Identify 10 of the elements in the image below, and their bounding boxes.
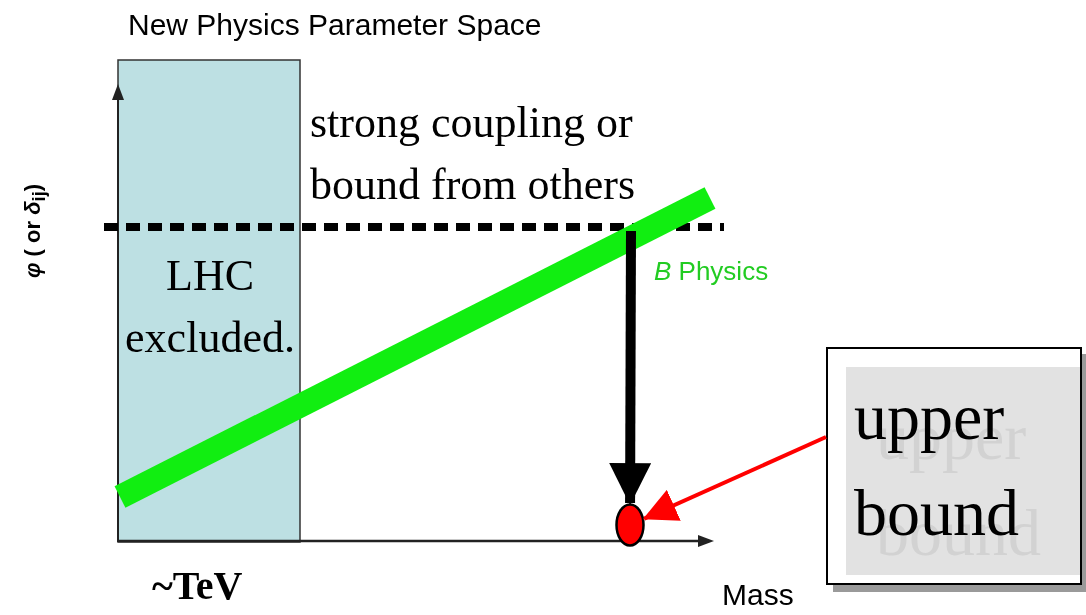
band-label: B Physics — [654, 256, 769, 287]
region-note: strong coupling or bound from others — [310, 97, 637, 211]
axis-tick-label: ~TeV — [152, 562, 243, 609]
arrow — [642, 435, 827, 521]
diagram-title: New Physics Parameter Space — [128, 8, 542, 42]
callout-text: upper bound — [846, 367, 1080, 575]
arrow — [609, 231, 652, 506]
region-label: LHC excluded. — [124, 250, 296, 364]
x-axis-label: Mass — [722, 578, 794, 612]
marker-dot — [615, 503, 645, 547]
